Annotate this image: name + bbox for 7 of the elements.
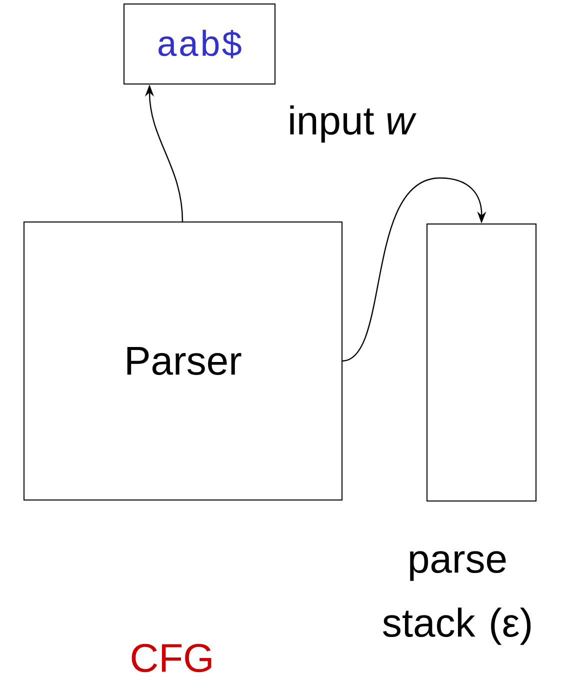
arrow <box>342 177 486 362</box>
parser-box: Parser <box>24 222 342 500</box>
grammar-label: CFG <box>132 644 212 672</box>
node-label: parse stack (ε) <box>383 551 531 645</box>
input-label: input w <box>290 105 416 143</box>
stack-box <box>426 224 536 502</box>
input-box: aab$ <box>124 4 276 84</box>
